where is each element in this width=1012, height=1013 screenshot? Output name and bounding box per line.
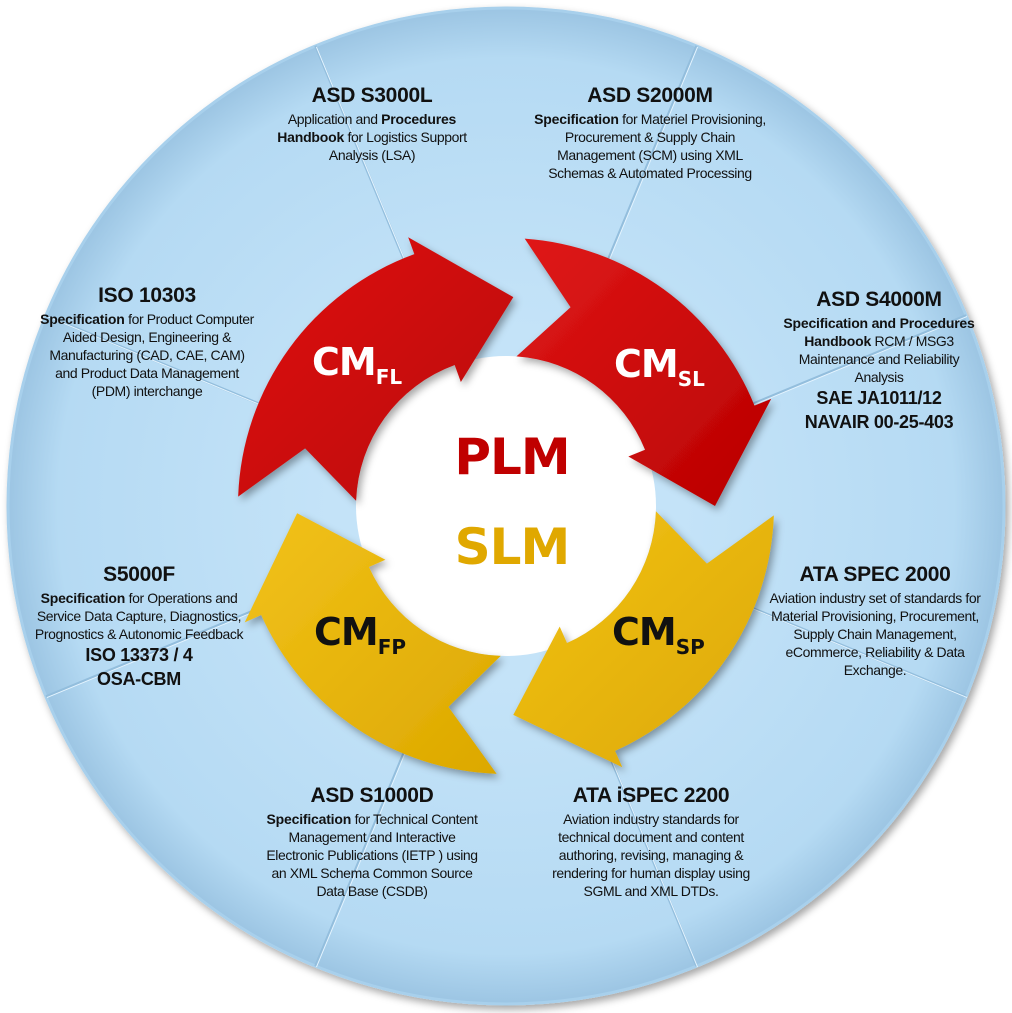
segment-asd-s1000d: ASD S1000D Specification for Technical C…: [262, 784, 482, 900]
body-run: Aviation industry standards for technica…: [552, 811, 750, 899]
cm-fl-sub: FL: [375, 365, 403, 389]
body-run: for Operations and Service Data Capture,…: [34, 590, 244, 642]
segment-body: Specification for Product Computer Aided…: [40, 310, 254, 400]
arrow-cm-sl: [516, 238, 772, 506]
segment-extra-1: ISO 13373 / 4: [85, 645, 193, 665]
segment-title: S5000F: [103, 563, 175, 586]
body-run: RCM / MSG3 Maintenance and Reliability A…: [798, 333, 960, 385]
segment-title: ASD S2000M: [587, 84, 713, 107]
segment-body: Specification and Procedures Handbook RC…: [779, 314, 979, 386]
segment-title: ASD S1000D: [310, 784, 434, 807]
body-run: for Materiel Provisioning, Procurement &…: [548, 111, 766, 181]
segment-body: Specification for Technical Content Mana…: [262, 810, 482, 900]
arrow-cm-fp: [244, 513, 501, 774]
cm-fl-label: CMFL: [312, 340, 402, 389]
body-bold-run: Specification: [534, 111, 619, 127]
body-bold-run: Specification: [40, 590, 126, 606]
cycle-arrows: [238, 237, 774, 774]
cm-sl-main: CM: [614, 342, 679, 386]
segment-asd-s3000l: ASD S3000L Application and Procedures Ha…: [258, 84, 486, 164]
cm-fp-main: CM: [314, 610, 379, 654]
body-bold-run: Specification and Procedures Handbook: [783, 315, 975, 349]
segment-extra-2: OSA-CBM: [97, 669, 181, 689]
segment-body: Application and Procedures Handbook for …: [258, 110, 486, 164]
segment-title: ATA iSPEC 2200: [572, 784, 730, 807]
cm-sp-sub: SP: [675, 635, 705, 659]
body-run: Aviation industry set of standards for M…: [769, 590, 981, 678]
segment-body: Specification for Materiel Provisioning,…: [530, 110, 770, 182]
body-run: for Logistics Support Analysis (LSA): [328, 129, 467, 163]
arrow-cm-sp: [513, 511, 774, 768]
body-run: for Product Computer Aided Design, Engin…: [49, 311, 254, 399]
slm-label: SLM: [454, 518, 571, 576]
segment-title: ISO 10303: [98, 284, 196, 307]
plm-label: PLM: [454, 428, 570, 486]
segment-title: ASD S4000M: [816, 288, 942, 311]
cm-sp-main: CM: [612, 610, 677, 654]
arrow-cm-fl: [238, 237, 514, 501]
segment-asd-s2000m: ASD S2000M Specification for Materiel Pr…: [530, 84, 770, 182]
cm-fp-label: CMFP: [314, 610, 406, 659]
segment-asd-s4000m: ASD S4000M Specification and Procedures …: [768, 288, 990, 434]
segment-s5000f: S5000F Specification for Operations and …: [34, 563, 244, 691]
cm-sp-label: CMSP: [612, 610, 705, 659]
body-bold-run: Procedures: [381, 111, 457, 127]
cm-sl-label: CMSL: [614, 342, 705, 391]
segment-iso-10303: ISO 10303 Specification for Product Comp…: [40, 284, 254, 400]
segment-extra-1: SAE JA1011/12: [816, 388, 942, 408]
body-bold-run: Specification: [40, 311, 125, 327]
cm-fl-main: CM: [312, 340, 377, 384]
segment-body: Specification for Operations and Service…: [34, 589, 244, 643]
segment-ata-spec-2000: ATA SPEC 2000 Aviation industry set of s…: [768, 563, 982, 679]
segment-title: ASD S3000L: [311, 84, 433, 107]
segment-ata-ispec-2200: ATA iSPEC 2200 Aviation industry standar…: [540, 784, 762, 900]
inner-hub: [356, 356, 656, 656]
cm-fp-sub: FP: [377, 635, 407, 659]
body-bold-run: Handbook: [277, 129, 345, 145]
segment-title: ATA SPEC 2000: [799, 563, 951, 586]
body-bold-run: Specification: [266, 811, 352, 827]
body-run: Application and: [287, 111, 382, 127]
body-run: for Technical Content Management and Int…: [266, 811, 478, 899]
cm-sl-sub: SL: [677, 367, 705, 391]
segment-extra-2: NAVAIR 00-25-403: [804, 412, 954, 432]
segment-body: Aviation industry standards for technica…: [540, 810, 762, 900]
segment-body: Aviation industry set of standards for M…: [768, 589, 982, 679]
